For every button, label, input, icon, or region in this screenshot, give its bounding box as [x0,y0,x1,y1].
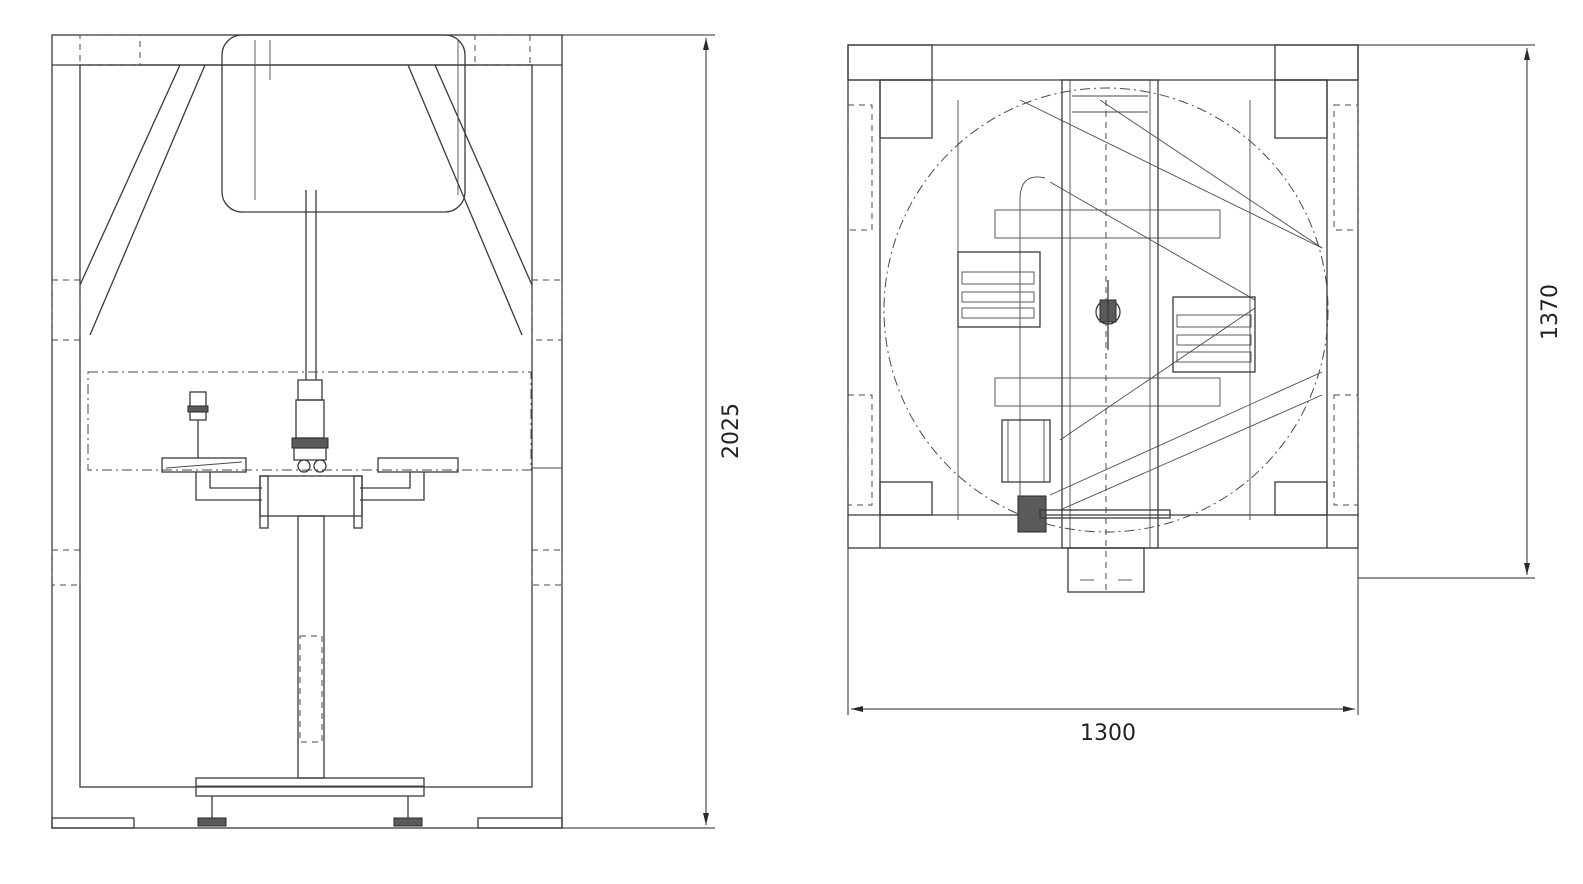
top-tray-right [1172,296,1256,373]
front-gearbox-top [297,379,323,401]
front-column-slot [299,635,323,743]
front-post-bracket-right [531,279,563,341]
front-hub [259,475,363,517]
dim-label-height: 2025 [719,403,744,459]
top-belt-e [1049,371,1323,496]
front-platform-left [161,457,247,473]
top-belt-b [1099,99,1323,249]
front-wheel-right [313,459,327,473]
front-wheel-left [297,459,311,473]
top-bracket-left-upper [847,104,873,231]
top-corner-br [1274,481,1328,516]
top-tray-left-bar3 [961,307,1035,319]
top-width-dimension: 1300 [847,548,1359,746]
front-brace-left-b [89,64,206,336]
top-bracket-right-lower [1333,394,1359,506]
top-crossarm-upper [994,209,1221,239]
top-outer-frame [847,44,1359,549]
top-bracket-left-lower [847,394,873,506]
front-top-block-right [474,34,531,66]
front-leveler-left [197,817,227,827]
top-belt-d [1059,307,1256,441]
dim-label-width: 1300 [1080,721,1136,746]
front-platform-left-hatch [165,461,243,469]
top-tray-right-bar3 [1176,351,1252,363]
top-bracket-right-upper [1333,104,1359,231]
dim-arrow-top [703,38,709,50]
front-gearbox [295,399,325,439]
front-mixing-zone [87,371,532,471]
front-gearbox-flange [291,437,329,449]
front-height-dimension: 2025 [562,34,744,829]
top-view [847,44,1359,593]
dim-arrow-right [1343,706,1355,712]
top-tray-left-bar1 [961,271,1035,285]
top-motor-gear [1017,495,1047,533]
top-tray-right-bar1 [1176,314,1252,328]
front-foot-left [51,817,135,829]
top-block-tl [847,44,933,81]
front-leveler-right [393,817,423,827]
top-tray-right-bar2 [1176,334,1252,346]
dim-label-depth: 1370 [1538,284,1563,340]
top-tray-left-bar2 [961,291,1035,303]
front-base-plate [195,777,425,797]
top-belt-f [1059,394,1323,511]
front-arm-right [360,472,425,501]
front-post-bracket-left [51,279,81,341]
front-lower-bracket-left [51,549,81,586]
front-hub-flange-left [259,475,269,529]
dim-arrow-depth-bottom [1524,563,1530,575]
front-hub-flange-right [353,475,363,529]
front-platform-right [377,457,459,473]
front-small-motor-band [187,405,209,413]
top-belt-c [1049,181,1256,301]
front-column [297,515,325,779]
front-foot-right [477,817,563,829]
front-top-block-left [79,34,141,66]
top-corner-tr [1274,79,1328,139]
front-arm-left-inner [209,472,262,489]
front-view [51,34,563,829]
top-rotation-circle [883,87,1329,533]
front-outer-frame [51,34,563,829]
top-belt-a [1019,99,1323,249]
top-motor [1001,419,1051,483]
top-motor-rod [1039,509,1171,519]
top-crossarm-lower [994,377,1221,407]
dim-arrow-bottom [703,813,709,825]
front-tank-outline [221,34,466,213]
front-lower-bracket-right [531,549,563,586]
top-tray-left [957,251,1041,328]
dim-arrow-depth-top [1524,48,1530,60]
front-brace-left-a [79,64,181,286]
top-depth-dimension: 1370 [1358,44,1563,579]
front-arm-left [195,472,262,501]
front-arm-right-inner [360,472,411,489]
dim-arrow-left [851,706,863,712]
top-beam-extension [1067,547,1145,593]
top-block-tr [1274,44,1359,81]
top-belt-curve [1019,176,1046,201]
front-inner-frame [79,64,533,788]
top-corner-tl [879,79,933,139]
front-brace-right-b [407,64,523,336]
front-brace-right-a [434,64,533,286]
top-corner-bl [879,481,933,516]
front-coupling [293,447,327,461]
